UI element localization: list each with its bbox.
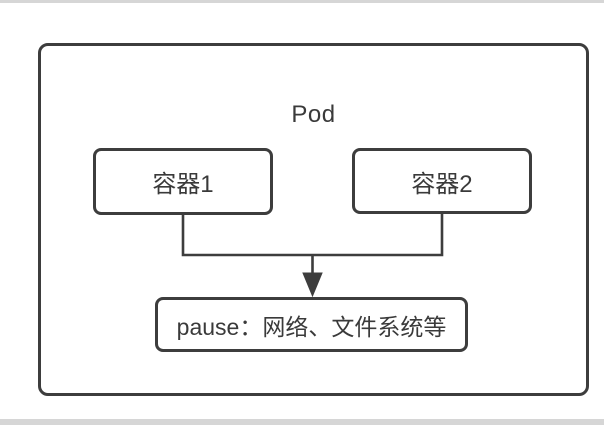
container1-node: 容器1 bbox=[93, 148, 273, 215]
top-edge-strip bbox=[0, 0, 604, 3]
container1-label: 容器1 bbox=[152, 171, 214, 198]
pod-title: Pod bbox=[291, 101, 336, 128]
container2-node: 容器2 bbox=[352, 148, 532, 214]
container2-label: 容器2 bbox=[411, 170, 473, 198]
pause-label: pause：网络、文件系统等 bbox=[176, 313, 447, 340]
pause-node: pause：网络、文件系统等 bbox=[155, 297, 468, 352]
bottom-edge-strip bbox=[0, 419, 604, 425]
